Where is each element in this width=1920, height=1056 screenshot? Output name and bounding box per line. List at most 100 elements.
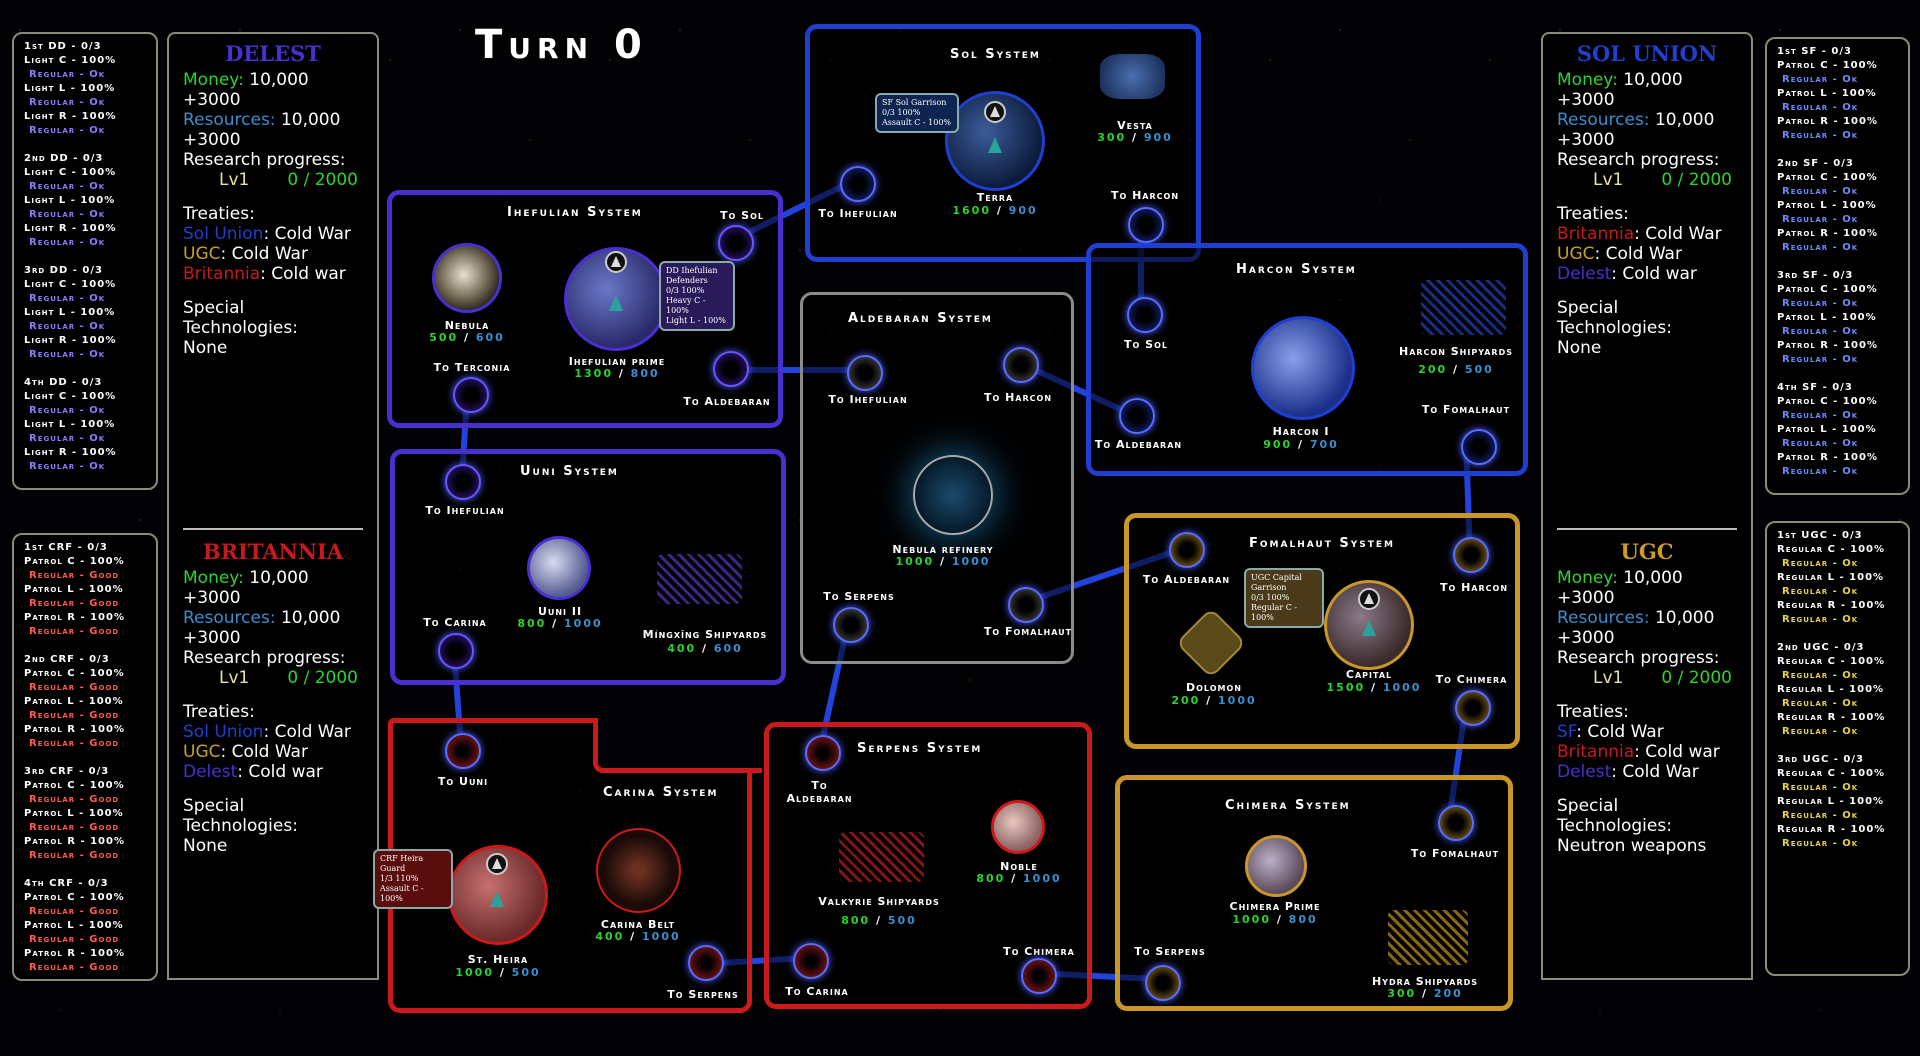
fleet-name[interactable]: 4th CRF - 0/3 <box>24 878 109 889</box>
jump-node-to-aldebaran[interactable] <box>805 735 841 771</box>
jump-node-to-sol[interactable] <box>718 225 754 261</box>
body-name: St. Heira <box>467 953 529 966</box>
jump-node-to-fomalhaut[interactable] <box>1438 805 1474 841</box>
jump-node-to-serpens[interactable] <box>688 945 724 981</box>
system-carina[interactable]: To Uuni Carina System CRF Heira Guard 1/… <box>373 718 762 1013</box>
body-value-b: 1000 <box>1218 694 1257 707</box>
fleet-name[interactable]: 3rd DD - 0/3 <box>24 265 103 276</box>
fleet-name[interactable]: 3rd CRF - 0/3 <box>24 766 110 777</box>
jump-node-to-serpens[interactable] <box>1145 965 1181 1001</box>
treaty-state: : Cold war <box>260 264 346 284</box>
jump-node-to-uuni[interactable] <box>445 733 481 769</box>
jump-node-to-ihefulian[interactable] <box>847 355 883 391</box>
garrison-strength: 0/3 100% <box>1251 593 1290 602</box>
system-harcon[interactable]: Harcon System To Sol Harcon I 900 / 700 … <box>1086 243 1528 476</box>
treaty-state: : Cold War <box>1576 722 1664 742</box>
money-label: Money: <box>183 70 244 90</box>
fleet-name[interactable]: 1st DD - 0/3 <box>24 41 102 52</box>
jump-node-to-carina[interactable] <box>793 943 829 979</box>
planet-noble[interactable] <box>991 800 1045 854</box>
jump-node-to-chimera[interactable] <box>1021 958 1057 994</box>
jump-node-to-ihefulian[interactable] <box>840 166 876 202</box>
fleet-marker-icon[interactable] <box>605 251 627 273</box>
asteroid-vesta[interactable] <box>1100 54 1165 99</box>
planet-nebula[interactable] <box>432 243 502 313</box>
fleet-marker-icon[interactable] <box>486 853 508 875</box>
system-serpens[interactable]: Serpens System To Aldebaran Valkyrie Shi… <box>764 722 1092 1009</box>
fleet-name[interactable]: 2nd CRF - 0/3 <box>24 654 110 665</box>
planet-chimera-prime[interactable] <box>1245 835 1307 897</box>
ship-status: Regular - Ok <box>1782 466 1859 477</box>
treaty-state: : Cold War <box>1594 244 1682 264</box>
fleet-name[interactable]: 1st UGC - 0/3 <box>1777 530 1863 541</box>
fleet-name[interactable]: 4th DD - 0/3 <box>24 377 103 388</box>
shipyard-hydra[interactable] <box>1388 910 1468 965</box>
asteroid-belt-carina[interactable] <box>596 828 681 913</box>
fleet-name[interactable]: 1st SF - 0/3 <box>1777 46 1852 57</box>
jump-node-to-fomalhaut[interactable] <box>1461 429 1497 465</box>
tech-label: Special Technologies: <box>1557 796 1672 836</box>
fleet-name[interactable]: 3rd UGC - 0/3 <box>1777 754 1864 765</box>
jump-node-to-ihefulian[interactable] <box>445 464 481 500</box>
system-fomalhaut[interactable]: Fomalhaut System To Aldebaran Dolomon 20… <box>1124 513 1520 749</box>
system-aldebaran[interactable]: Aldebaran System To Ihefulian To Harcon … <box>800 292 1074 664</box>
shipyard-harcon[interactable] <box>1421 280 1506 335</box>
fleet-name[interactable]: 2nd SF - 0/3 <box>1777 158 1854 169</box>
ship-unit: Patrol R - 100% <box>24 836 125 847</box>
ship-status: Regular - Ok <box>1782 130 1859 141</box>
fleet-name[interactable]: 4th SF - 0/3 <box>1777 382 1853 393</box>
garrison-arrow-icon[interactable] <box>609 295 623 311</box>
fleet-name[interactable]: 2nd DD - 0/3 <box>24 153 104 164</box>
fleet-name[interactable]: 3rd SF - 0/3 <box>1777 270 1854 281</box>
jump-node-to-terconia[interactable] <box>453 377 489 413</box>
system-ihefulian[interactable]: Ihefulian System To Sol Nebula 500 / 600… <box>387 190 783 428</box>
jump-node-to-aldebaran[interactable] <box>1169 532 1205 568</box>
jump-node-to-chimera[interactable] <box>1455 690 1491 726</box>
jump-node-to-carina[interactable] <box>438 633 474 669</box>
body-values: 400 / 600 <box>667 642 743 655</box>
fleet-marker-icon[interactable] <box>984 101 1006 123</box>
money-row: Money: 10,000 <box>183 568 363 588</box>
fleet-marker-icon[interactable] <box>1358 588 1380 610</box>
jump-node-to-serpens[interactable] <box>833 607 869 643</box>
shipyard-mingxing[interactable] <box>657 554 742 604</box>
jump-node-to-harcon[interactable] <box>1453 537 1489 573</box>
jump-node-to-harcon[interactable] <box>1003 347 1039 383</box>
jump-node-to-aldebaran[interactable] <box>713 351 749 387</box>
system-sol[interactable]: Sol System SF Sol Garrison 0/3 100% Assa… <box>805 24 1201 262</box>
treaty-party: Delest <box>1557 762 1612 782</box>
shipyard-valkyrie[interactable] <box>839 832 924 882</box>
system-uuni[interactable]: Uuni System To Ihefulian Uuni II 800 / 1… <box>390 449 786 685</box>
jump-node-to-fomalhaut[interactable] <box>1008 587 1044 623</box>
planet-uuni-ii[interactable] <box>527 536 591 600</box>
planet-harcon-i[interactable] <box>1251 316 1355 420</box>
fleet-name[interactable]: 2nd UGC - 0/3 <box>1777 642 1865 653</box>
jump-node-to-harcon[interactable] <box>1128 207 1164 243</box>
asteroid-dolomon[interactable] <box>1175 607 1247 679</box>
garrison-arrow-icon[interactable] <box>1362 620 1376 636</box>
nebula-refinery[interactable] <box>913 455 993 535</box>
garrison-arrow-icon[interactable] <box>988 137 1002 153</box>
garrison-arrow-icon[interactable] <box>490 891 504 907</box>
body-values: 500 / 600 <box>429 331 505 344</box>
system-chimera[interactable]: Chimera System To Fomalhaut Chimera Prim… <box>1115 775 1513 1011</box>
jump-node-to-sol[interactable] <box>1127 297 1163 333</box>
body-name: Capital <box>1345 668 1393 681</box>
fleet-name[interactable]: 1st CRF - 0/3 <box>24 542 108 553</box>
jump-node-to-aldebaran[interactable] <box>1119 398 1155 434</box>
